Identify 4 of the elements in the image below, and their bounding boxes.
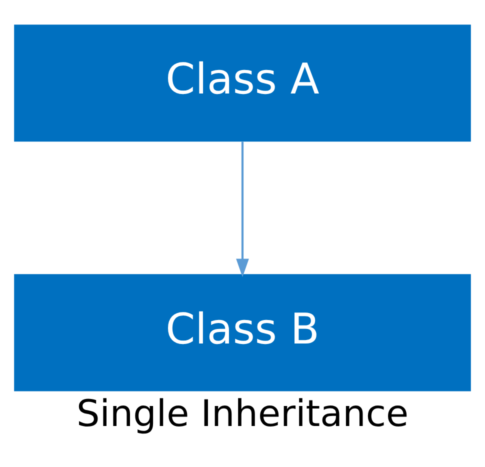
node-box: Class A <box>14 24 471 142</box>
arrow <box>236 141 249 277</box>
node-box: Class B <box>14 274 471 391</box>
caption: Single Inheritance <box>76 392 409 435</box>
